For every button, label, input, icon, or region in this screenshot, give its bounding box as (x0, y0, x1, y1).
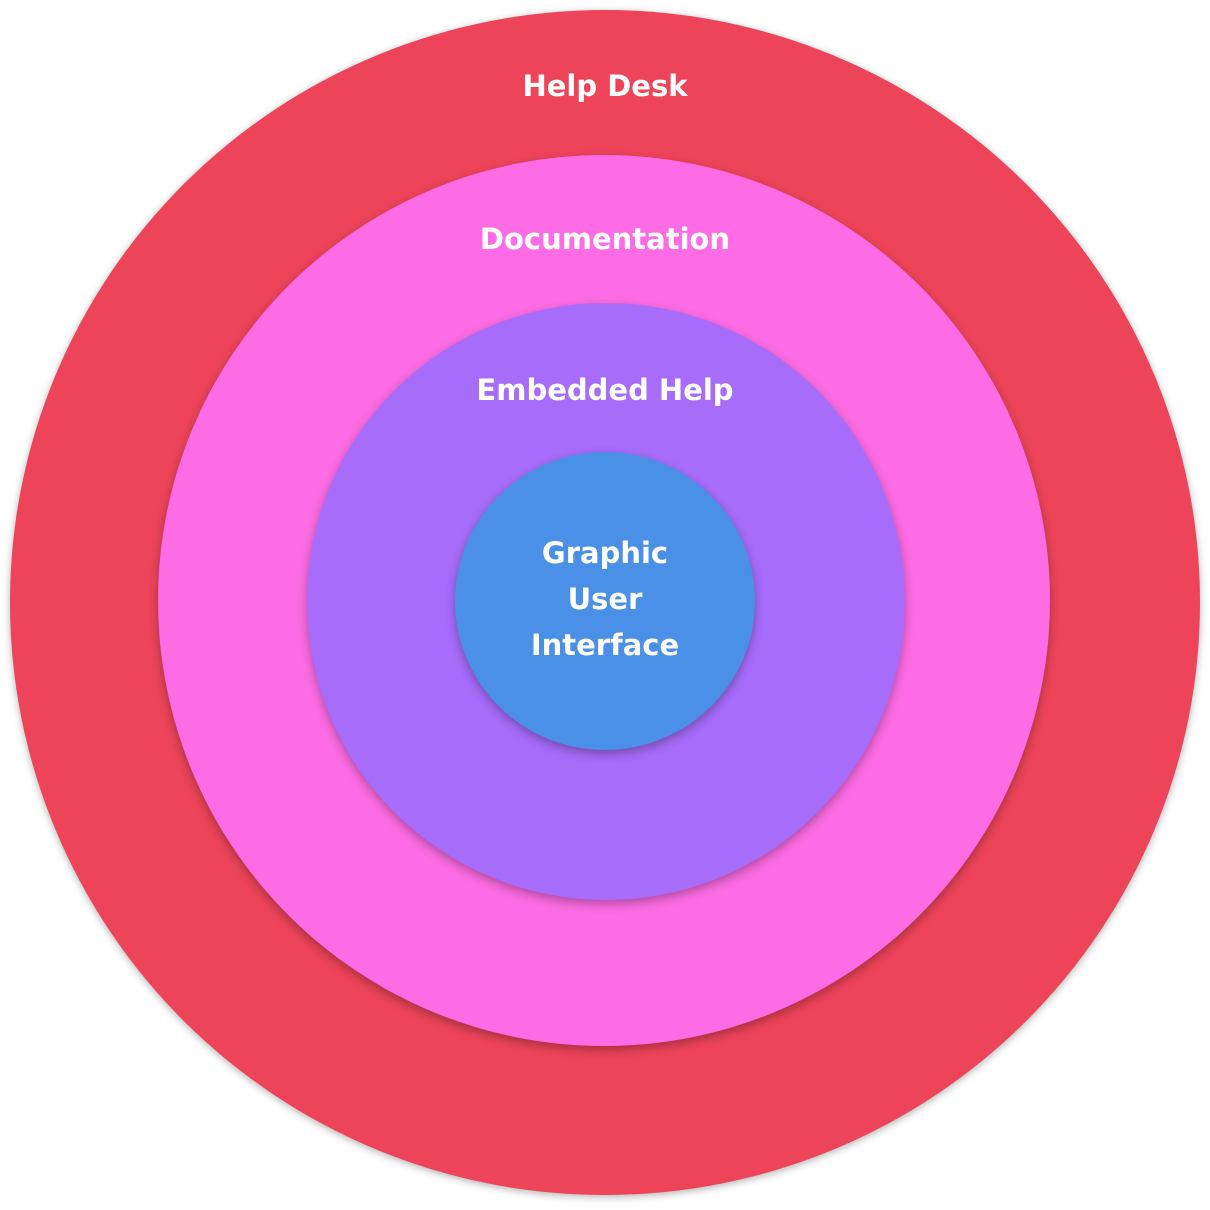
gui-label-line-1: Graphic (541, 536, 669, 570)
gui-ring (455, 452, 755, 750)
embedded-help-label: Embedded Help (476, 373, 734, 407)
gui-label-line-2: User (567, 582, 643, 616)
gui-label: Graphic User Interface (455, 530, 755, 668)
documentation-label: Documentation (479, 222, 731, 256)
help-desk-label: Help Desk (522, 69, 688, 103)
gui-label-line-3: Interface (530, 628, 680, 662)
